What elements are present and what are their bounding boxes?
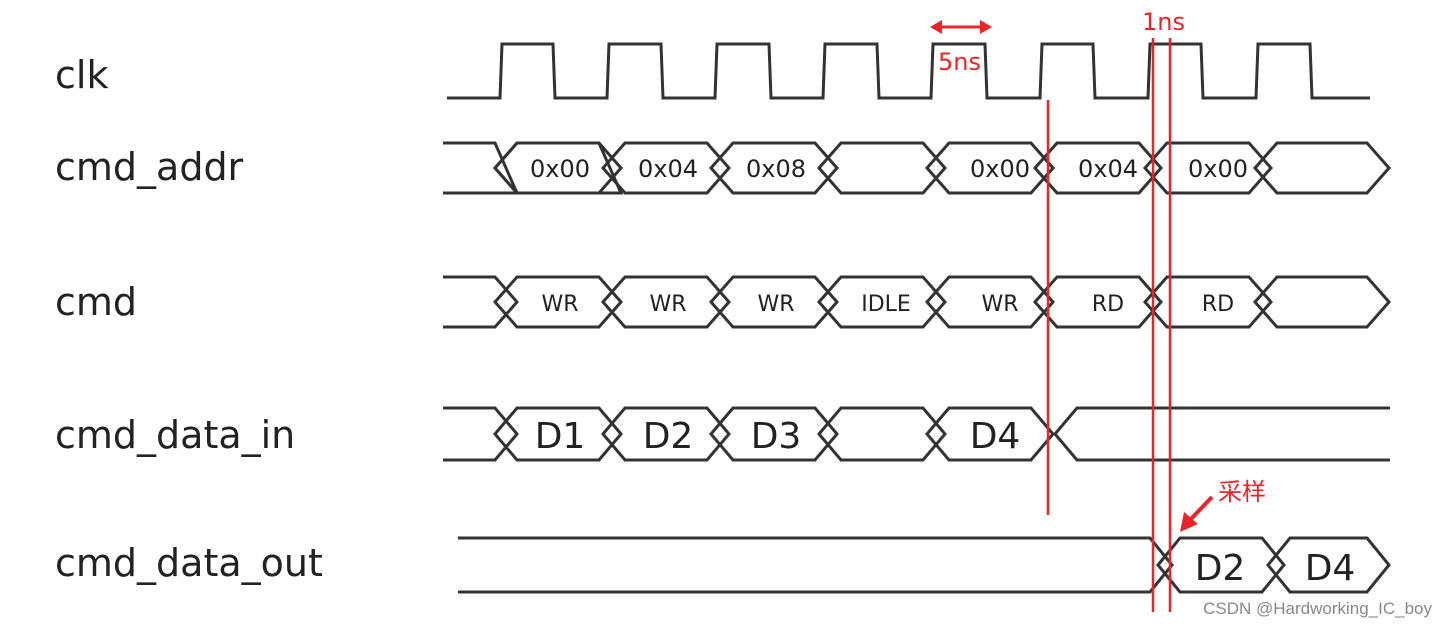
sample-label: 采样 xyxy=(1218,478,1266,506)
period-label: 5ns xyxy=(938,48,981,76)
signal-label-cmd: cmd xyxy=(55,280,137,324)
cmd-addr-value: 0x04 xyxy=(638,155,698,183)
cmd-value: WR xyxy=(757,292,794,317)
cmd-data-out-bus: D2 D4 xyxy=(458,536,1391,594)
sample-arrow-head xyxy=(1180,512,1198,532)
cmd-data-in-value: D2 xyxy=(643,416,694,457)
cmd-data-out-value: D4 xyxy=(1305,548,1356,589)
watermark: CSDN @Hardworking_IC_boy xyxy=(1203,599,1432,618)
cmd-value: WR xyxy=(541,292,578,317)
delay-label: 1ns xyxy=(1142,8,1185,36)
cmd-addr-value: 0x08 xyxy=(746,155,806,183)
period-arrow-left-head xyxy=(930,20,942,34)
cmd-value: RD xyxy=(1092,292,1124,317)
cmd-value: WR xyxy=(649,292,686,317)
cmd-addr-value: 0x00 xyxy=(530,155,590,183)
cmd-value: WR xyxy=(981,292,1018,317)
sample-arrow xyxy=(1188,495,1214,522)
cmd-value: IDLE xyxy=(861,292,911,317)
cmd-value: RD xyxy=(1202,292,1234,317)
clk-waveform xyxy=(447,42,1370,100)
cmd-addr-bus: 0x00 0x04 0x08 0x00 0x04 0x00 xyxy=(443,141,1391,195)
cmd-data-in-value: D1 xyxy=(535,416,586,457)
cmd-data-in-value: D4 xyxy=(970,416,1021,457)
signal-label-clk: clk xyxy=(55,53,108,97)
cmd-data-out-value: D2 xyxy=(1195,548,1246,589)
signal-label-cmd-addr: cmd_addr xyxy=(55,145,244,189)
annotations: 5ns 1ns 采样 xyxy=(930,8,1266,612)
signal-label-cmd-data-in: cmd_data_in xyxy=(55,413,295,457)
cmd-addr-value: 0x00 xyxy=(970,155,1030,183)
cmd-addr-value: 0x00 xyxy=(1188,155,1248,183)
period-arrow-right-head xyxy=(980,20,992,34)
cmd-bus: WR WR WR IDLE WR RD RD xyxy=(443,275,1391,329)
cmd-data-in-bus: D1 D2 D3 D4 xyxy=(443,406,1390,462)
cmd-data-in-value: D3 xyxy=(751,416,802,457)
signal-label-cmd-data-out: cmd_data_out xyxy=(55,541,323,585)
cmd-addr-value: 0x04 xyxy=(1078,155,1138,183)
